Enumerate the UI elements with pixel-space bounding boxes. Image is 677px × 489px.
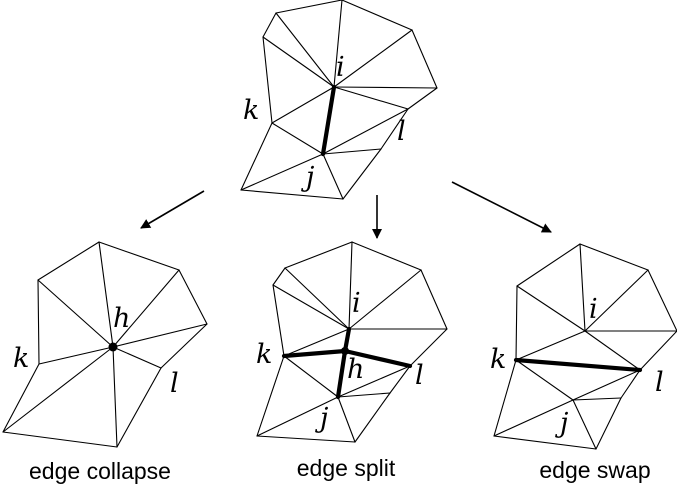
edge-hl [342,348,413,369]
swap-mesh [493,243,677,450]
label-i: i [336,52,345,83]
label-k: k [490,344,506,375]
edge-kl [513,357,643,373]
label-l: l [655,367,664,398]
label-i: i [589,294,598,325]
label-l: l [415,360,424,391]
edge-kh [281,348,348,359]
split-mesh [256,241,448,443]
edge-ij [320,84,337,157]
label-l: l [170,368,179,399]
label-k: k [256,339,272,370]
label-l: l [397,116,406,147]
vertex-h [341,347,349,355]
caption-edge-collapse: edge collapse [29,458,171,484]
label-k: k [243,95,259,126]
label-k: k [13,343,29,374]
label-i: i [352,288,361,319]
arrows [140,181,552,239]
label-h: h [347,354,364,385]
arrow-to-collapse [140,190,205,229]
vertex-h [108,342,118,352]
original-mesh [240,0,438,200]
collapse-mesh [2,241,208,448]
arrow-to-swap [451,181,552,233]
caption-edge-split: edge split [297,455,396,481]
label-j: j [555,408,568,439]
edge-hj [335,348,348,400]
caption-edge-swap: edge swap [539,457,650,483]
label-h: h [113,303,130,334]
label-j: j [301,162,314,193]
